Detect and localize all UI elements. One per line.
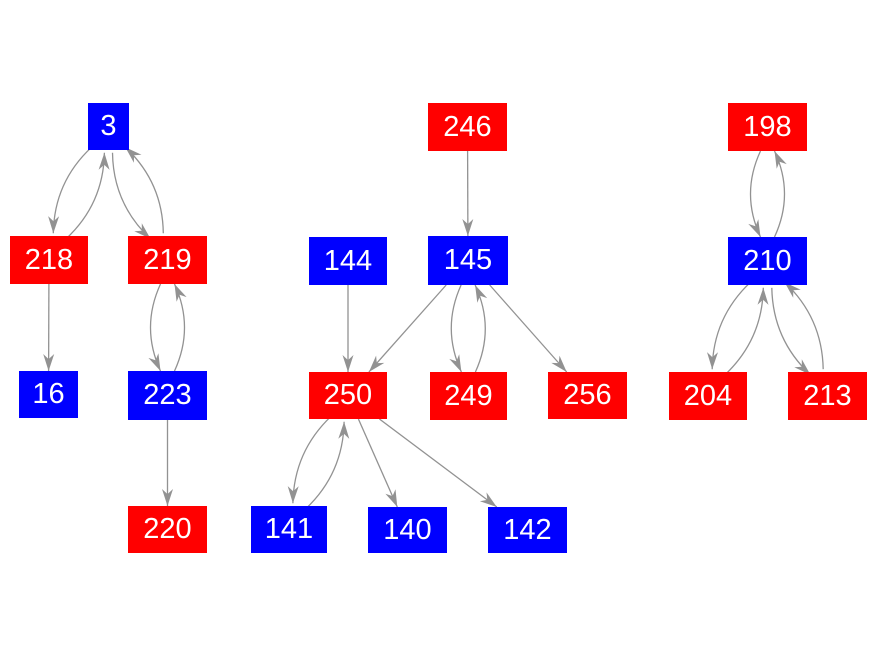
node-label-140: 140 [383, 513, 432, 546]
arrowhead-250-140 [385, 489, 398, 507]
edge-204-210 [724, 287, 769, 376]
edge-218-16 [43, 283, 55, 372]
edge-223-220 [162, 420, 173, 506]
arrowhead-223-219 [174, 284, 187, 302]
node-label-141: 141 [264, 513, 314, 545]
arrowhead-250-141 [287, 486, 299, 504]
node-label-142: 142 [503, 513, 552, 546]
edge-210-204 [707, 281, 751, 370]
node-label-223: 223 [143, 379, 192, 411]
arrowhead-198-210 [748, 219, 761, 237]
arrowhead-219-3 [125, 147, 142, 163]
arrowhead-213-210 [784, 282, 801, 298]
arrowhead-145-249 [449, 354, 462, 372]
arrowhead-219-223 [148, 353, 161, 371]
arrowhead-223-220 [162, 489, 173, 506]
edge-210-198 [773, 150, 787, 238]
edge-210-213 [771, 287, 811, 376]
arrowhead-144-250 [342, 355, 354, 372]
edge-144-250 [342, 285, 354, 372]
arrowhead-204-210 [757, 287, 769, 305]
edge-219-3 [124, 146, 164, 234]
edge-141-250 [305, 421, 350, 510]
node-label-256: 256 [563, 379, 612, 411]
edge-145-250 [368, 284, 447, 373]
node-label-218: 218 [24, 243, 74, 276]
node-label-145: 145 [443, 244, 493, 276]
arrowhead-3-219 [134, 223, 151, 239]
arrowhead-3-218 [48, 216, 60, 234]
node-label-144: 144 [323, 244, 373, 277]
node-label-219: 219 [143, 243, 192, 276]
graph-node-141: 141 [251, 506, 327, 553]
arrowhead-249-145 [475, 285, 488, 303]
node-label-198: 198 [743, 110, 792, 143]
arrowhead-145-250 [368, 355, 385, 372]
graph-node-249: 249 [430, 372, 507, 420]
arrowhead-250-142 [479, 492, 497, 507]
node-label-220: 220 [143, 513, 192, 545]
node-label-3: 3 [100, 110, 117, 142]
edge-249-145 [474, 284, 488, 373]
graph-node-213: 213 [788, 372, 867, 420]
graph-node-210: 210 [728, 237, 807, 285]
graph-node-16: 16 [19, 371, 78, 418]
edge-250-142 [379, 418, 498, 508]
arrowhead-246-145 [462, 219, 474, 236]
graph-node-142: 142 [488, 507, 567, 553]
edge-223-219 [173, 283, 187, 372]
graph-node-218: 218 [10, 236, 88, 284]
graph-node-256: 256 [548, 372, 627, 419]
arrowhead-141-250 [338, 421, 350, 439]
arrowhead-218-3 [98, 152, 110, 170]
graph-node-246: 246 [428, 103, 507, 151]
graph-node-145: 145 [428, 236, 508, 285]
arrowhead-210-198 [774, 151, 787, 169]
arrowhead-145-256 [551, 355, 567, 372]
graph-node-3: 3 [88, 103, 129, 150]
node-label-249: 249 [444, 379, 493, 412]
edge-250-141 [287, 415, 332, 504]
arrowhead-218-16 [43, 354, 55, 371]
graph-node-198: 198 [728, 103, 807, 151]
edge-246-145 [462, 150, 474, 237]
node-label-213: 213 [803, 379, 852, 412]
graph-node-144: 144 [309, 237, 387, 285]
edge-198-210 [748, 150, 762, 238]
edge-3-218 [48, 146, 93, 234]
graph-node-250: 250 [309, 372, 387, 419]
node-label-250: 250 [323, 379, 373, 411]
graph-node-219: 219 [128, 236, 207, 284]
edge-3-219 [111, 152, 151, 240]
edge-218-3 [65, 152, 110, 240]
node-label-246: 246 [443, 110, 492, 143]
node-label-16: 16 [32, 378, 65, 410]
arrowhead-210-213 [794, 359, 811, 375]
graph-node-223: 223 [128, 371, 207, 420]
edge-213-210 [784, 281, 824, 370]
graph-node-204: 204 [669, 372, 747, 420]
graph-node-220: 220 [128, 506, 207, 553]
graph-node-140: 140 [368, 507, 447, 553]
node-label-204: 204 [683, 379, 733, 412]
edge-145-249 [449, 284, 462, 373]
node-label-210: 210 [743, 244, 792, 277]
edge-219-223 [148, 283, 162, 372]
arrowhead-210-204 [707, 352, 718, 370]
edge-145-256 [489, 284, 568, 373]
edge-250-140 [357, 418, 398, 508]
